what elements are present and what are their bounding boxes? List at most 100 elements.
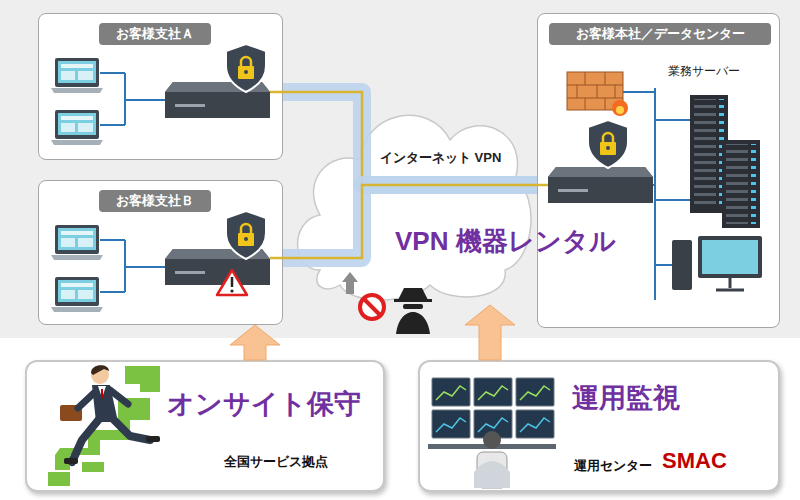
firewall-icon	[567, 72, 623, 110]
monitor-wall	[520, 386, 550, 400]
desktop-pc	[702, 240, 758, 274]
branch-b-devices	[226, 211, 266, 259]
hq-devices	[537, 72, 762, 300]
branch-b-devices	[51, 211, 283, 312]
desktop-pc	[716, 278, 744, 290]
monitor-wall	[516, 410, 554, 438]
center-brand: SMAC	[662, 448, 727, 474]
firewall-icon	[567, 72, 623, 110]
japan-map	[82, 462, 104, 472]
service-title: オンサイト保守	[167, 388, 361, 420]
fat-arrow	[230, 325, 280, 360]
operator	[428, 444, 556, 449]
server-rack	[690, 95, 728, 213]
warning-sign	[217, 270, 247, 295]
running-man	[101, 389, 103, 398]
branch-a-devices	[51, 110, 103, 145]
warning-sign	[217, 270, 247, 295]
threat-block	[364, 299, 380, 315]
desktop-pc	[698, 236, 762, 278]
japan-map	[48, 366, 160, 486]
internet-cloud: インターネット VPN	[290, 70, 535, 305]
firewall-icon	[612, 100, 628, 116]
monitor-wall	[432, 410, 470, 438]
threat-block	[394, 299, 432, 302]
hq-devices	[623, 88, 722, 300]
monitor-wall	[436, 386, 466, 400]
branch-b-devices	[51, 225, 103, 260]
branch-panel: お客様支社Ｂ	[38, 180, 283, 325]
cloud-shape	[290, 70, 535, 305]
top-ground	[0, 0, 800, 338]
service-box: オンサイト保守全国サービス拠点	[25, 360, 385, 492]
tunnel-line	[283, 92, 537, 185]
running-man	[60, 365, 160, 464]
running-man	[72, 418, 100, 462]
running-man	[64, 458, 78, 464]
hq-panel: お客様本社／データセンター	[537, 13, 780, 328]
running-man	[112, 418, 150, 440]
monitor-wall	[432, 378, 470, 406]
branch-b-devices	[100, 240, 165, 292]
server-rack	[722, 140, 760, 228]
tunnel-tube	[283, 92, 537, 185]
monitor-wall	[516, 378, 554, 406]
desktop-pc	[672, 240, 692, 290]
service-name: VPN 機器レンタル	[395, 226, 616, 257]
branch-b-devices	[270, 257, 283, 260]
panel-tab: お客様本社／データセンター	[549, 23, 771, 45]
threat-block	[342, 272, 432, 334]
server-rack	[690, 95, 728, 213]
monitor-wall	[478, 418, 508, 432]
operator	[428, 431, 556, 488]
monitor-wall	[520, 418, 550, 432]
running-man	[91, 365, 109, 375]
service-box: 運用監視運用センター SMAC	[418, 360, 780, 492]
running-man	[60, 405, 82, 421]
japan-map	[55, 398, 150, 470]
monitor-wall	[478, 386, 508, 400]
warning-sign	[230, 289, 233, 292]
threat-block	[398, 288, 428, 300]
hq-devices	[588, 120, 628, 168]
server-rack	[722, 140, 760, 228]
running-man	[91, 366, 109, 384]
monitor-wall	[474, 410, 512, 438]
service-note: 全国サービス拠点	[224, 454, 328, 470]
branch-a-devices	[226, 44, 266, 92]
operator	[474, 461, 510, 488]
panel-tab: お客様支社Ａ	[99, 23, 211, 45]
threat-block	[342, 272, 358, 294]
server-rack	[690, 99, 728, 209]
desktop-pc	[672, 236, 762, 290]
branch-a-devices	[100, 73, 165, 125]
center-name: 運用センター	[574, 458, 652, 474]
branch-b-devices	[51, 277, 103, 312]
threat-block	[360, 295, 384, 319]
running-man	[110, 390, 128, 404]
branch-a-devices	[165, 82, 270, 118]
firewall-icon	[616, 106, 624, 114]
hq-devices	[548, 167, 653, 203]
branch-a-devices	[270, 91, 283, 94]
service-arrow	[230, 325, 280, 360]
branch-b-devices	[165, 249, 270, 285]
cloud-outline	[298, 115, 532, 300]
threat-block	[396, 312, 430, 334]
branch-a-devices	[51, 44, 283, 145]
japan-map	[48, 472, 70, 486]
running-man	[78, 392, 95, 408]
service-arrow	[465, 305, 515, 360]
cloud-label: インターネット VPN	[380, 150, 501, 166]
server-rack	[722, 144, 760, 224]
service-title: 運用監視	[572, 382, 680, 414]
monitor-wall	[436, 418, 466, 432]
fat-arrow	[465, 305, 515, 360]
branch-panel: お客様支社Ａ	[38, 13, 283, 160]
monitor-wall	[474, 378, 512, 406]
japan-map	[125, 366, 160, 392]
hq-devices	[537, 184, 548, 187]
running-man	[146, 436, 160, 442]
